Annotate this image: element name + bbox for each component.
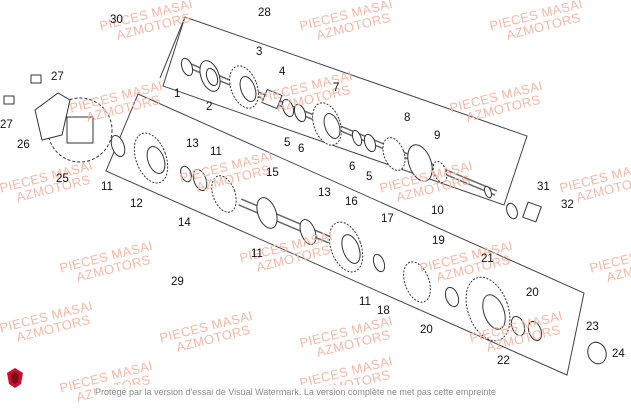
part-number-label: 26 <box>17 139 30 151</box>
part-number-label: 5 <box>366 171 373 183</box>
part-number-label: 27 <box>51 71 64 83</box>
part-number-label: 24 <box>612 348 625 360</box>
frame-30-leader <box>159 16 186 79</box>
part-number-label: 6 <box>349 161 356 173</box>
part-number-label: 11 <box>359 296 371 308</box>
upper-shaft-assembly <box>180 57 498 199</box>
part-number-label: 27 <box>0 119 13 131</box>
part-number-label: 11 <box>251 248 263 260</box>
part-number-label: 21 <box>481 253 494 265</box>
part-number-label: 25 <box>56 173 69 185</box>
part-number-label: 13 <box>186 138 199 150</box>
part-number-label: 6 <box>298 143 305 155</box>
part-number-label: 29 <box>171 276 184 288</box>
part-number-label: 11 <box>210 146 222 158</box>
part-number-label: 20 <box>526 287 539 299</box>
part-number-label: 30 <box>110 14 123 26</box>
part-number-label: 15 <box>266 167 279 179</box>
part-number-label: 8 <box>404 112 411 124</box>
part-number-label: 23 <box>586 321 599 333</box>
part-number-label: 31 <box>537 181 550 193</box>
lower-shaft-assembly <box>110 132 543 342</box>
part-number-label: 32 <box>561 199 574 211</box>
part-number-label: 16 <box>345 196 358 208</box>
part-number-label: 12 <box>130 198 143 210</box>
upper-shaft-frame <box>162 16 528 206</box>
part-number-label: 22 <box>497 355 510 367</box>
part-number-label: 5 <box>284 137 291 149</box>
loose-parts <box>3 74 607 365</box>
part-number-label: 11 <box>101 181 113 193</box>
part-number-label: 1 <box>174 88 181 100</box>
part-number-label: 14 <box>178 217 191 229</box>
part-number-label: 19 <box>432 235 445 247</box>
part-number-label: 4 <box>279 66 286 78</box>
part-number-label: 28 <box>258 7 271 19</box>
part-number-label: 20 <box>420 324 433 336</box>
part-number-label: 7 <box>333 82 340 94</box>
part-number-label: 2 <box>206 101 213 113</box>
part-number-label: 10 <box>431 205 444 217</box>
part-number-label: 18 <box>377 305 390 317</box>
trial-watermark-footer: Protégé par la version d'essai de Visual… <box>95 385 535 400</box>
part-number-label: 13 <box>318 187 331 199</box>
brand-logo-icon <box>7 368 23 388</box>
part-number-label: 17 <box>381 213 394 225</box>
part-number-label: 9 <box>434 130 441 142</box>
part-number-label: 3 <box>256 46 263 58</box>
